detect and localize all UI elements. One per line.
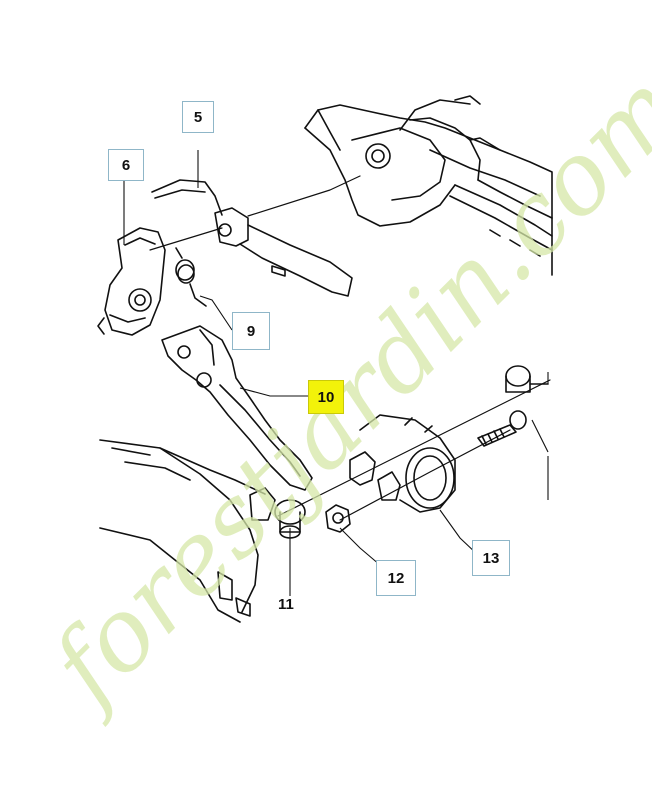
part-5-lever <box>151 179 353 297</box>
part-9-spring <box>175 247 207 307</box>
callout-10-label: 10 <box>317 388 335 406</box>
callout-13: 13 <box>472 540 510 576</box>
callout-6-label: 6 <box>121 156 131 174</box>
label-11: 11 <box>278 596 294 613</box>
callout-5-label: 5 <box>193 108 203 126</box>
part-12-nut <box>325 504 351 533</box>
part-6-bracket <box>97 227 166 336</box>
part-10-trigger <box>161 325 313 491</box>
part-13-clamp <box>349 414 456 513</box>
callout-13-label: 13 <box>482 549 500 567</box>
bolts-right <box>477 365 549 447</box>
callout-12: 12 <box>376 560 416 596</box>
callout-9: 9 <box>232 312 270 350</box>
callout-10: 10 <box>308 380 344 414</box>
handle-tube <box>99 439 276 623</box>
leader-lines <box>123 150 549 596</box>
callout-5: 5 <box>182 101 214 133</box>
engine-housing <box>304 95 553 276</box>
callout-12-label: 12 <box>387 569 405 587</box>
callout-9-label: 9 <box>246 322 256 340</box>
callout-6: 6 <box>108 149 144 181</box>
